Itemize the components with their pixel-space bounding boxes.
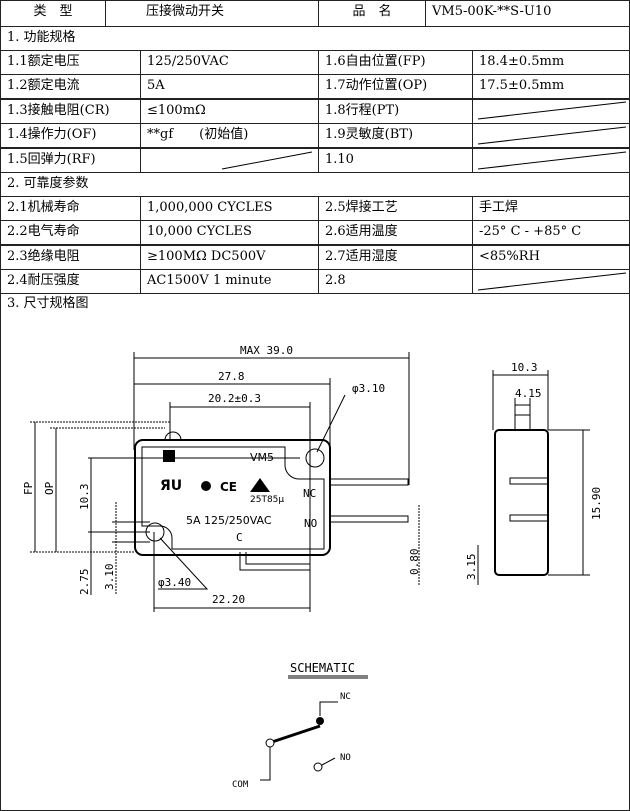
switch-lever: [271, 724, 321, 744]
empty-cell-mark: [477, 151, 627, 170]
ul-mark-icon: ЯU: [160, 478, 182, 494]
terminal-nc: [329, 478, 409, 486]
dim-22-20: 22.20: [212, 593, 245, 606]
side-dim-height: 15.90: [590, 487, 603, 520]
no-contact: [313, 762, 323, 772]
dim-3-10: 3.10: [103, 564, 116, 591]
side-plunger: [514, 414, 531, 431]
ce-mark: CE: [220, 480, 237, 494]
side-dim-plunger: 4.15: [515, 387, 542, 400]
nc-contact: [316, 717, 324, 725]
side-dim-width: 10.3: [511, 361, 538, 374]
schematic-nc: NC: [340, 692, 351, 702]
dim-hole-right: φ3.10: [352, 382, 385, 395]
enec-mark-icon: [250, 478, 270, 492]
dim-max: MAX 39.0: [240, 344, 293, 357]
schematic-com: COM: [232, 780, 249, 790]
temp-label: 25T85μ: [250, 495, 284, 505]
empty-cell-mark: [221, 151, 313, 170]
switch-body: [134, 439, 331, 556]
rating-label: 5A 125/250VAC: [186, 514, 272, 527]
cert-mark-icon: [201, 481, 211, 491]
side-body: [494, 429, 549, 576]
dim-hole-left: φ3.40: [158, 576, 191, 589]
schematic-no: NO: [340, 753, 351, 763]
c-label: C: [236, 531, 243, 544]
no-label: NO: [304, 517, 317, 530]
nc-label: NC: [303, 487, 316, 500]
dim-fp: FP: [22, 481, 35, 495]
section3-title: 3. 尺寸规格图: [7, 296, 89, 311]
empty-cell-mark: [477, 101, 627, 120]
empty-cell-mark: [477, 272, 627, 291]
side-dim-base: 3.15: [465, 554, 478, 581]
dim-2-75: 2.75: [78, 569, 91, 596]
schematic-title: SCHEMATIC: [290, 661, 355, 675]
dim-0-80: 0.80: [408, 549, 421, 576]
dim-27-8: 27.8: [218, 370, 245, 383]
dim-20-2: 20.2±0.3: [208, 392, 261, 405]
terminal-c: [239, 552, 311, 571]
brand-logo-icon: [163, 450, 175, 462]
com-contact: [265, 738, 275, 748]
dim-op: OP: [43, 481, 56, 495]
mount-hole-right: [305, 448, 325, 468]
dim-10-3: 10.3: [78, 484, 91, 511]
terminal-no: [329, 515, 409, 523]
empty-cell-mark: [477, 126, 627, 145]
actuator: [164, 431, 182, 441]
